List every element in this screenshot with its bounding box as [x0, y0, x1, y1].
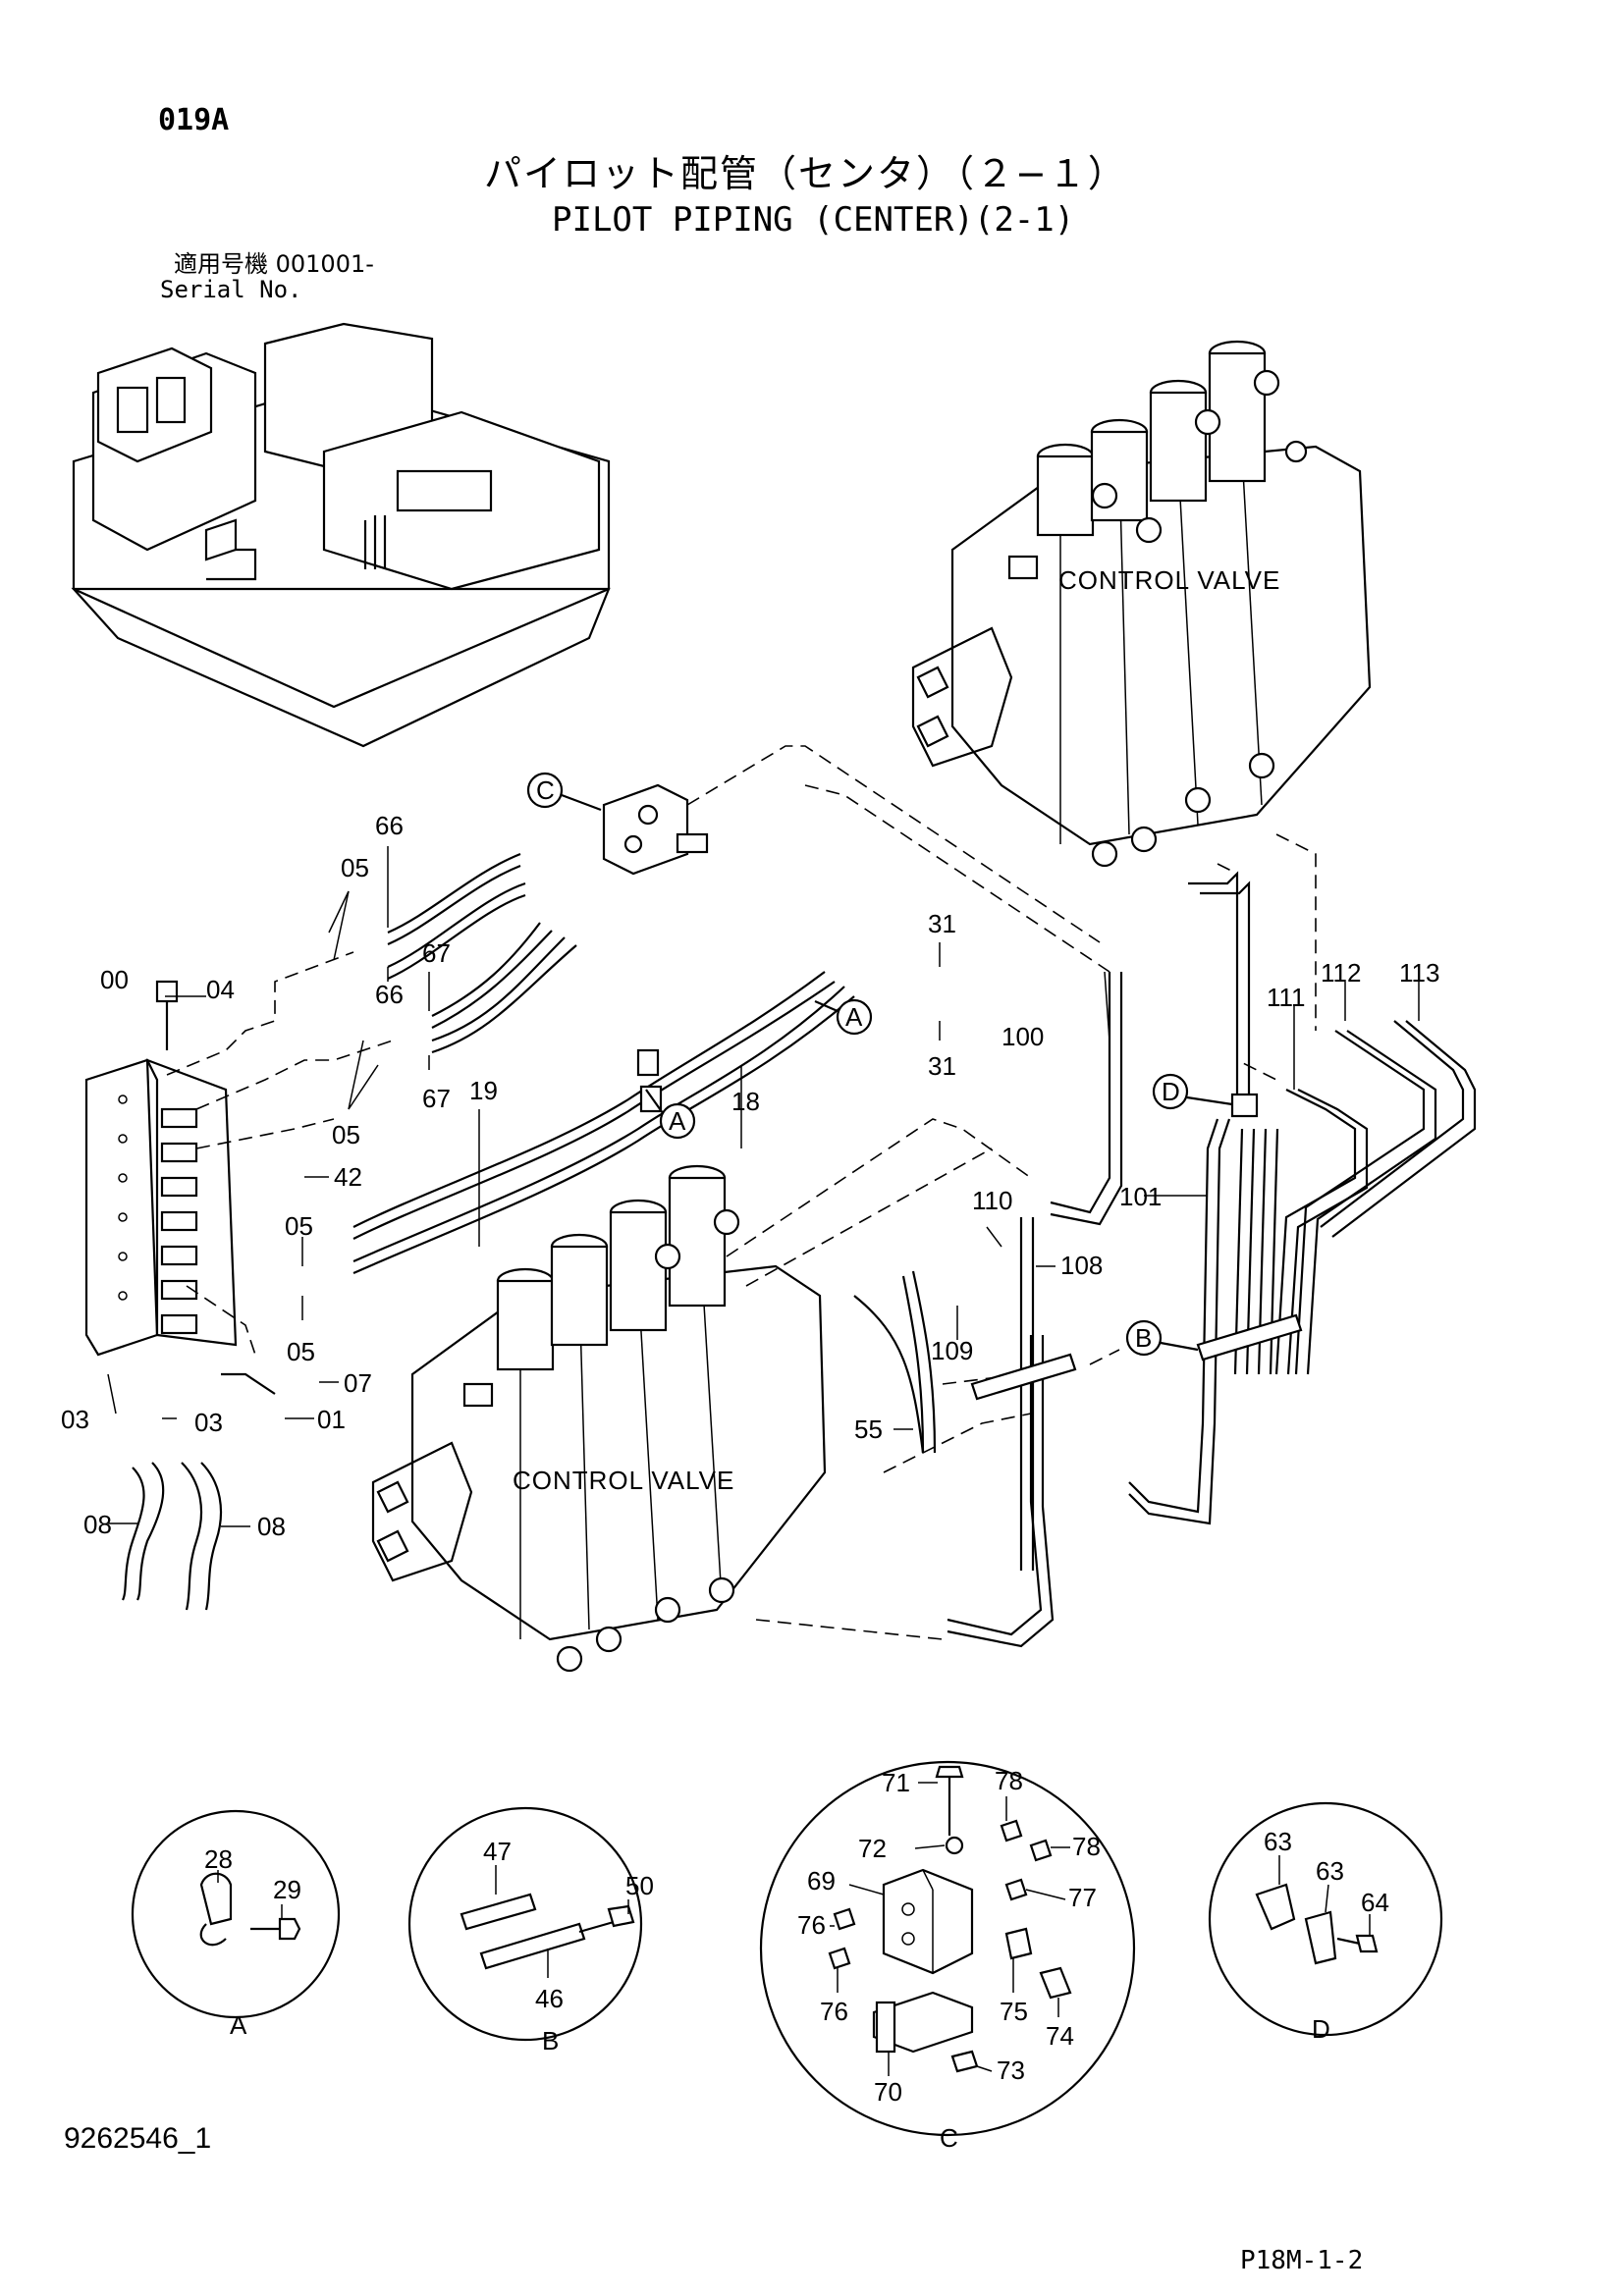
routing-dashed-lines [166, 745, 1317, 1640]
title-japanese: パイロット配管（センタ）（２−１） [484, 152, 1127, 195]
detail-a-part-29: 29 [273, 1875, 301, 1904]
callout-d-circle [1152, 1073, 1189, 1110]
part-label-05-top: 05 [341, 853, 369, 882]
detail-c-part-71: 71 [882, 1768, 910, 1797]
detail-c-part-76-top: 76 [797, 1910, 826, 1940]
detail-d-part-64: 64 [1361, 1888, 1389, 1917]
detail-c-part-75: 75 [1000, 1997, 1028, 2026]
document-id: 9262546_1 [64, 2122, 212, 2155]
part-label-55: 55 [854, 1415, 883, 1444]
part-label-31-top: 31 [928, 909, 956, 938]
part-label-05-bottom: 05 [287, 1337, 315, 1366]
page-code: 019A [158, 103, 230, 137]
detail-b-name: B [542, 2026, 559, 2056]
part-label-112: 112 [1321, 958, 1361, 988]
callout-circles [526, 772, 1233, 1357]
detail-c-part-72: 72 [858, 1834, 887, 1863]
control-valve-top-drawing [911, 340, 1372, 868]
detail-a-circle [131, 1809, 341, 2019]
callout-a-right-label: A [845, 1002, 863, 1032]
detail-c-leaders [830, 1782, 1070, 2076]
part-label-110: 110 [972, 1186, 1012, 1215]
control-valve-bottom-drawing [371, 1164, 827, 1673]
serial-label-japanese: 適用号機 001001- [174, 250, 374, 278]
detail-c-part-70: 70 [874, 2077, 902, 2107]
part-label-18: 18 [731, 1087, 760, 1116]
detail-c-circle [759, 1760, 1136, 2137]
detail-a-name: A [230, 2010, 247, 2040]
part-label-01: 01 [317, 1405, 346, 1434]
part-label-101: 101 [1119, 1182, 1162, 1211]
detail-d-part-63-right: 63 [1316, 1856, 1344, 1886]
detail-c-part-78-right: 78 [1072, 1832, 1101, 1861]
title-english: PILOT PIPING (CENTER)(2-1) [552, 200, 1075, 240]
part-label-05-lower: 05 [285, 1211, 313, 1241]
page-reference: P18M-1-2 [1240, 2246, 1364, 2275]
pilot-hoses-and-pipes [121, 852, 1477, 1648]
machine-overview-drawing [71, 322, 611, 748]
part-label-05-middle: 05 [332, 1120, 360, 1149]
part-number-labels: 66 05 66 67 67 00 04 05 19 18 31 31 100 … [61, 811, 1439, 1541]
part-label-42: 42 [334, 1162, 362, 1192]
detail-c-part-76-bottom: 76 [820, 1997, 848, 2026]
part-label-109: 109 [931, 1336, 973, 1365]
callout-a-left-circle [659, 1102, 696, 1140]
detail-b-part-50: 50 [625, 1871, 654, 1900]
part-label-19: 19 [469, 1076, 498, 1105]
callout-c-circle [526, 772, 564, 809]
part-label-100: 100 [1001, 1022, 1044, 1051]
detail-c-part-74: 74 [1046, 2021, 1074, 2051]
detail-c-part-78-top: 78 [995, 1766, 1023, 1795]
part-label-67-top: 67 [422, 938, 451, 968]
part-label-08-left: 08 [83, 1510, 112, 1539]
part-label-00: 00 [100, 965, 129, 994]
part-label-66-bottom: 66 [375, 980, 404, 1009]
detail-c-part-77: 77 [1068, 1883, 1097, 1912]
leader-lines [107, 846, 1420, 1527]
pipe-clamps [636, 1048, 1303, 1401]
callout-d-label: D [1162, 1077, 1180, 1106]
serial-label-english: Serial No. [160, 276, 302, 303]
part-label-03-left: 03 [61, 1405, 89, 1434]
detail-c-part-69: 69 [807, 1866, 836, 1896]
callout-a-right-circle [836, 998, 873, 1036]
part-label-111: 111 [1267, 983, 1306, 1012]
detail-b-part-47: 47 [483, 1837, 512, 1866]
callout-c-label: C [536, 775, 555, 805]
detail-d-name: D [1312, 2014, 1330, 2044]
control-valve-bottom-label: CONTROL VALVE [513, 1466, 734, 1495]
part-label-08-right: 08 [257, 1512, 286, 1541]
detail-c-part-73: 73 [997, 2056, 1025, 2085]
detail-d-part-63-left: 63 [1264, 1827, 1292, 1856]
part-label-07: 07 [344, 1368, 372, 1398]
pilot-manifold-drawing [84, 980, 238, 1357]
part-label-66-top: 66 [375, 811, 404, 840]
part-label-04: 04 [206, 975, 235, 1004]
detail-b-part-46: 46 [535, 1984, 564, 2013]
part-label-108: 108 [1060, 1251, 1103, 1280]
detail-d-circle [1208, 1801, 1443, 2037]
pilot-block-c-drawing [602, 783, 709, 876]
callout-a-left-label: A [669, 1106, 686, 1136]
detail-c-name: C [940, 2123, 958, 2153]
control-valve-top-label: CONTROL VALVE [1058, 565, 1280, 595]
part-label-03-right: 03 [194, 1408, 223, 1437]
part-label-31-bottom: 31 [928, 1051, 956, 1081]
detail-b-circle [407, 1806, 643, 2042]
detail-a-part-28: 28 [204, 1844, 233, 1874]
callout-b-circle [1125, 1319, 1163, 1357]
part-label-113: 113 [1399, 958, 1439, 988]
callout-b-label: B [1135, 1323, 1152, 1353]
part-label-67-bottom: 67 [422, 1084, 451, 1113]
